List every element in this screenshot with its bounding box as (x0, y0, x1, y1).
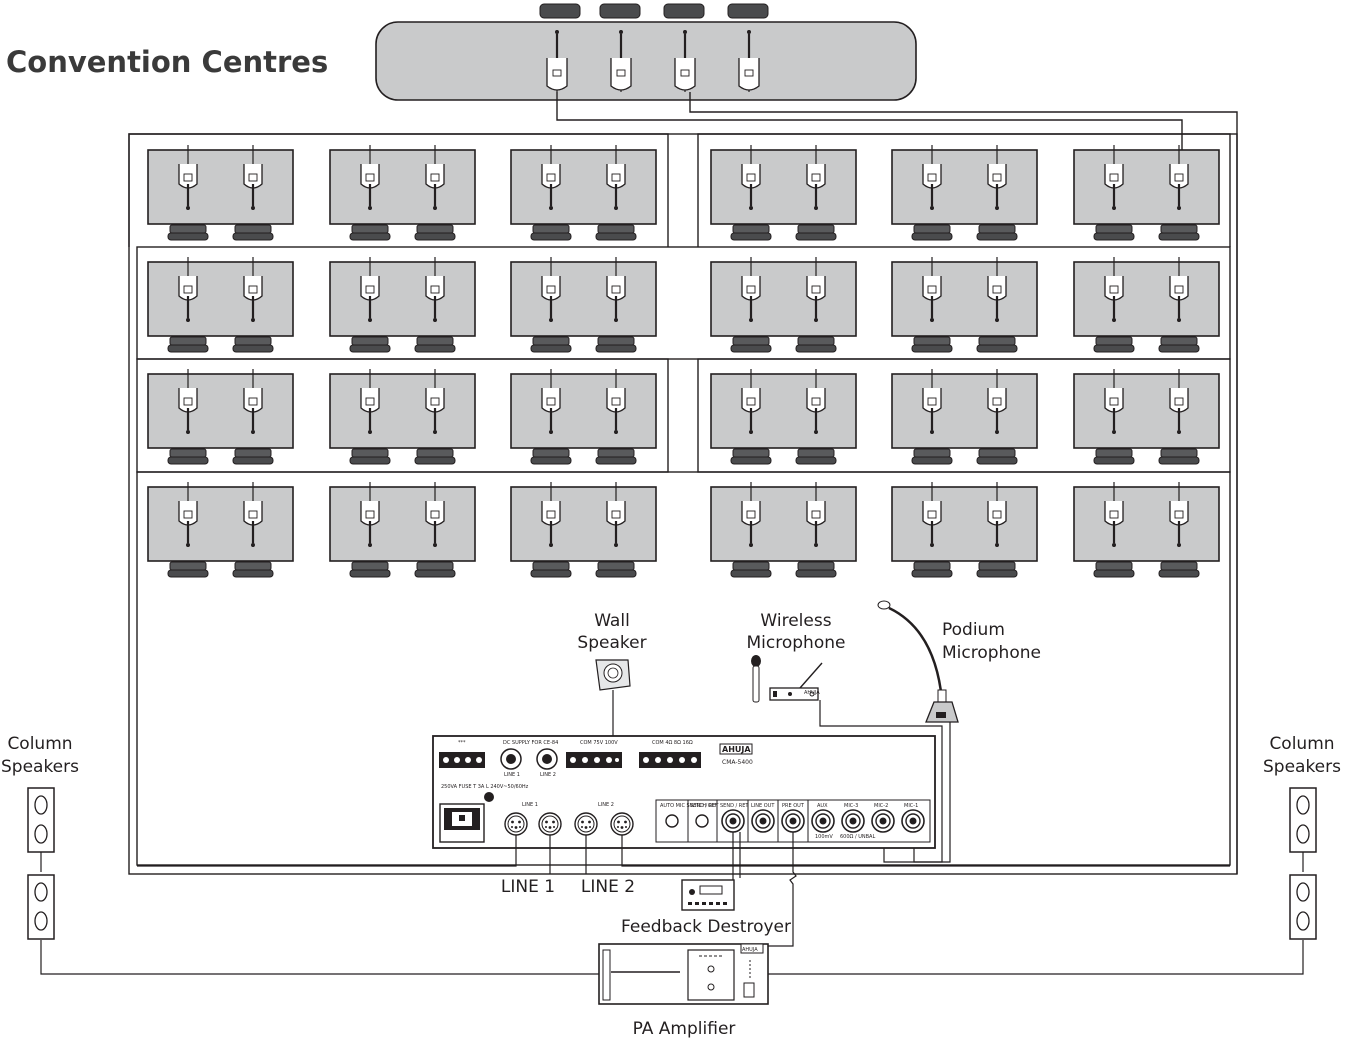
mixer-brand: AHUJA (722, 745, 751, 754)
wireless-microphone: Wireless Microphone AHUJA (747, 611, 943, 863)
svg-text:Wall: Wall (594, 611, 630, 631)
svg-text:Speakers: Speakers (1, 757, 79, 777)
svg-text:LINE 2: LINE 2 (598, 802, 614, 808)
svg-text:AUX: AUX (817, 803, 828, 809)
delegate-desk-unit (1072, 367, 1221, 466)
podium-microphone: Podium Microphone (877, 600, 1041, 863)
page-title: Convention Centres (6, 45, 328, 79)
svg-text:SEND / RET: SEND / RET (720, 803, 749, 809)
svg-text:100mV: 100mV (815, 834, 833, 840)
delegate-desk-unit (146, 143, 295, 242)
svg-text:PRE OUT: PRE OUT (782, 803, 805, 809)
mixer-model: CMA-5400 (722, 759, 753, 766)
delegate-wiring (128, 92, 1238, 875)
delegate-desk-unit (509, 367, 658, 466)
delegate-desk-unit (709, 367, 858, 466)
delegate-desk-unit (328, 367, 477, 466)
chairman-microphone (546, 30, 568, 92)
feedback-destroyer: Feedback Destroyer (621, 832, 791, 937)
delegate-desk-unit (328, 255, 477, 354)
pre-out-cable (755, 832, 797, 960)
svg-text:Column: Column (7, 734, 72, 754)
svg-text:***: *** (458, 740, 466, 746)
delegate-desk-unit (890, 367, 1039, 466)
delegate-desk-unit (1072, 255, 1221, 354)
svg-text:MIC-3: MIC-3 (844, 803, 858, 809)
delegate-desk-unit (509, 255, 658, 354)
svg-text:MIC-1: MIC-1 (904, 803, 918, 809)
line1-label: LINE 1 (501, 877, 555, 897)
svg-text:Column: Column (1269, 734, 1334, 754)
svg-text:Microphone: Microphone (942, 643, 1041, 663)
pa-amplifier: AHUJA PA Amplifier (598, 943, 769, 1039)
column-speakers-left: Column Speakers (1, 734, 599, 975)
svg-text:DC SUPPLY FOR CE-84: DC SUPPLY FOR CE-84 (503, 740, 558, 746)
delegate-desk-unit (146, 367, 295, 466)
delegate-desk-unit (709, 143, 858, 242)
svg-text:SEND / RET: SEND / RET (690, 803, 719, 809)
svg-text:COM 75V 100V: COM 75V 100V (580, 740, 618, 746)
head-table (375, 3, 917, 101)
delegate-desk-unit (709, 480, 858, 579)
delegate-desk-unit (146, 255, 295, 354)
line-cables (137, 835, 1230, 874)
svg-text:Speakers: Speakers (1263, 757, 1341, 777)
delegate-desk-unit (328, 480, 477, 579)
delegate-desk-unit (1072, 143, 1221, 242)
svg-text:Wireless: Wireless (760, 611, 831, 631)
svg-text:COM 4Ω 8Ω 16Ω: COM 4Ω 8Ω 16Ω (652, 740, 693, 746)
delegate-desk-unit (509, 143, 658, 242)
svg-text:AUTO MIC SWITCH OFF: AUTO MIC SWITCH OFF (660, 803, 718, 809)
svg-text:PA Amplifier: PA Amplifier (633, 1019, 736, 1039)
svg-text:250VA FUSE T 3A L 240V~50/60Hz: 250VA FUSE T 3A L 240V~50/60Hz (441, 784, 529, 790)
svg-text:MIC-2: MIC-2 (874, 803, 888, 809)
delegate-units (146, 143, 1221, 579)
delegate-desk-unit (509, 480, 658, 579)
delegate-desk-unit (328, 143, 477, 242)
wall-speaker: Wall Speaker (577, 611, 647, 740)
svg-text:Feedback Destroyer: Feedback Destroyer (621, 917, 791, 937)
mixer-amplifier: *** DC SUPPLY FOR CE-84 LINE 1 LINE 2 CO… (432, 735, 936, 849)
chairman-microphone (610, 30, 632, 92)
svg-text:Podium: Podium (942, 620, 1005, 640)
delegate-desk-unit (709, 255, 858, 354)
receiver-brand: AHUJA (804, 690, 820, 696)
svg-text:Microphone: Microphone (747, 633, 846, 653)
delegate-desk-unit (890, 480, 1039, 579)
delegate-desk-unit (146, 480, 295, 579)
delegate-desk-unit (890, 143, 1039, 242)
column-speakers-right: Column Speakers (768, 734, 1341, 975)
chairman-microphone (738, 30, 760, 92)
svg-text:LINE 2: LINE 2 (540, 772, 556, 778)
svg-text:600Ω / UNBAL: 600Ω / UNBAL (840, 834, 875, 840)
chairman-microphone (674, 30, 696, 92)
line2-label: LINE 2 (581, 877, 635, 897)
svg-text:LINE OUT: LINE OUT (751, 803, 775, 809)
delegate-desk-unit (1072, 480, 1221, 579)
svg-text:Speaker: Speaker (577, 633, 646, 653)
delegate-desk-unit (890, 255, 1039, 354)
amplifier-brand: AHUJA (742, 947, 758, 953)
svg-text:LINE 1: LINE 1 (504, 772, 520, 778)
svg-text:LINE 1: LINE 1 (522, 802, 538, 808)
